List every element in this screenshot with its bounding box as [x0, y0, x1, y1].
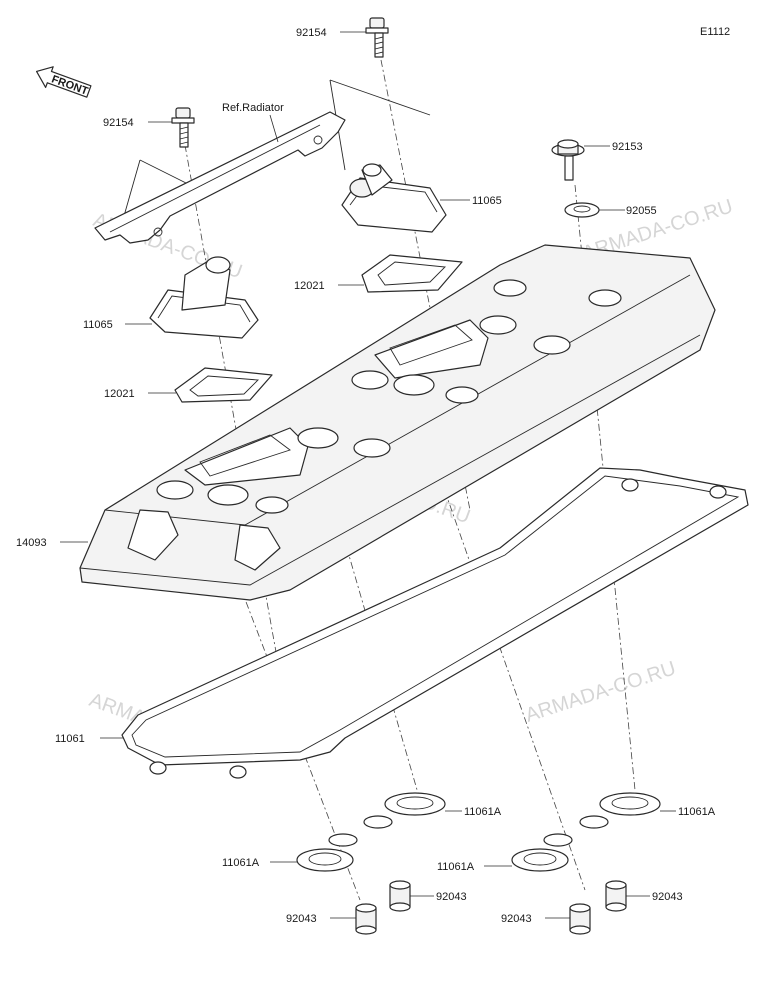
cylinder-head-cover	[79, 244, 716, 601]
washer	[564, 202, 600, 218]
dowel-pin-4	[605, 880, 627, 912]
part-92043-1: 92043	[436, 891, 467, 903]
part-11061a-3: 11061A	[437, 861, 475, 873]
dowel-pin-2	[355, 903, 377, 935]
part-11061: 11061	[55, 733, 85, 745]
part-92154-top: 92154	[296, 27, 327, 39]
part-11061a-4: 11061A	[678, 806, 716, 818]
part-12021-left: 12021	[104, 388, 135, 400]
part-92043-2: 92043	[286, 913, 317, 925]
plate-right	[361, 254, 463, 293]
part-11061a-1: 11061A	[464, 806, 502, 818]
watermark: ARMADA-CO.RU	[523, 657, 679, 726]
part-92153: 92153	[612, 141, 643, 153]
diagram-code: E1112	[700, 26, 730, 38]
plug-gasket-3	[511, 833, 573, 872]
part-11061a-2: 11061A	[222, 857, 260, 869]
part-11065-left: 11065	[83, 319, 113, 331]
breather-cover-right	[341, 163, 447, 233]
part-12021-right: 12021	[294, 280, 325, 292]
part-92055: 92055	[626, 205, 657, 217]
part-14093: 14093	[16, 537, 47, 549]
bolt-top	[365, 17, 389, 58]
plate-left	[174, 367, 273, 403]
dowel-pin-1	[389, 880, 411, 912]
ref-radiator-label: Ref.Radiator	[222, 102, 284, 114]
part-92154-left: 92154	[103, 117, 134, 129]
part-11065-right: 11065	[472, 195, 502, 207]
head-cover-gasket	[121, 467, 749, 779]
plug-gasket-2	[296, 833, 358, 872]
plug-gasket-1	[363, 792, 446, 829]
bolt-right	[551, 139, 585, 181]
part-92043-4: 92043	[652, 891, 683, 903]
part-92043-3: 92043	[501, 913, 532, 925]
plug-gasket-4	[579, 792, 661, 829]
breather-cover-left	[149, 256, 259, 339]
front-label: FRONT	[50, 73, 90, 97]
radiator-bracket	[94, 111, 346, 244]
front-arrow-icon: FRONT	[35, 66, 92, 98]
bolt-left	[171, 107, 195, 148]
dowel-pin-3	[569, 903, 591, 935]
